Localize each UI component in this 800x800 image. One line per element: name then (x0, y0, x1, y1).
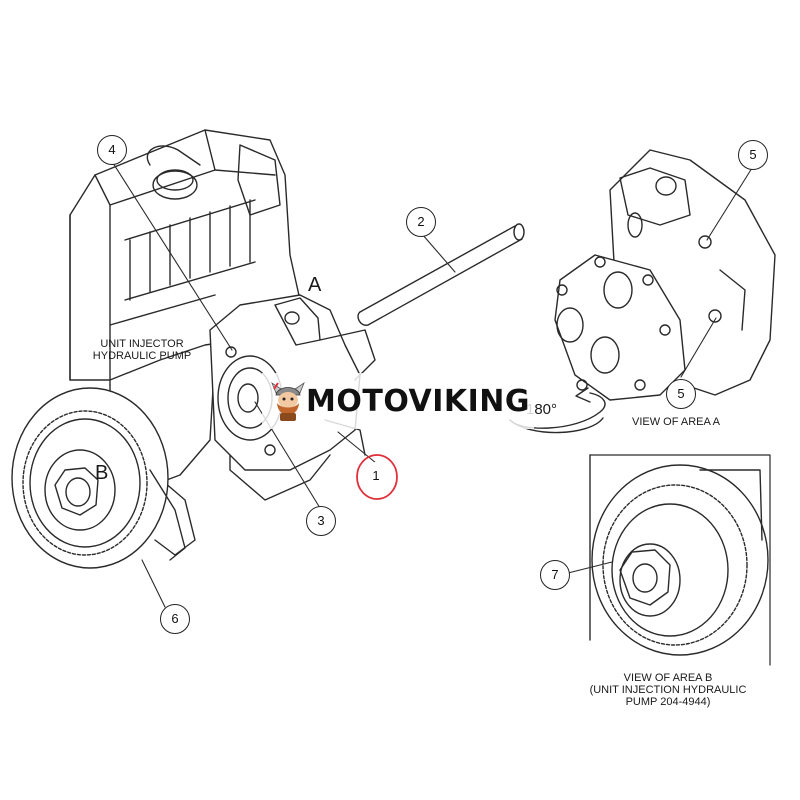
callout-4: 4 (97, 135, 127, 165)
viking-mascot-icon (271, 381, 305, 421)
view-a-caption: VIEW OF AREA A (631, 416, 721, 428)
view-b-caption: VIEW OF AREA B (UNIT INJECTION HYDRAULIC… (589, 672, 747, 708)
callout-5-top: 5 (738, 140, 768, 170)
view-a-drawing (554, 149, 776, 401)
callout-7: 7 (540, 560, 570, 590)
callout-5-bottom: 5 (666, 379, 696, 409)
pin-rod-drawing (357, 223, 525, 326)
watermark-text: MOTOVIKING (306, 383, 531, 419)
watermark: MOTOVIKING (262, 373, 534, 429)
callout-1: 1 (362, 462, 390, 490)
callout-3: 3 (306, 506, 336, 536)
callout-6: 6 (160, 604, 190, 634)
pump-label: UNIT INJECTOR HYDRAULIC PUMP (92, 338, 192, 362)
highlight-circle (356, 454, 398, 500)
area-a-letter: A (308, 274, 322, 296)
area-b-letter: B (95, 462, 109, 484)
callout-2: 2 (406, 207, 436, 237)
gear-b-drawing (11, 387, 186, 569)
view-b-drawing (589, 454, 771, 666)
